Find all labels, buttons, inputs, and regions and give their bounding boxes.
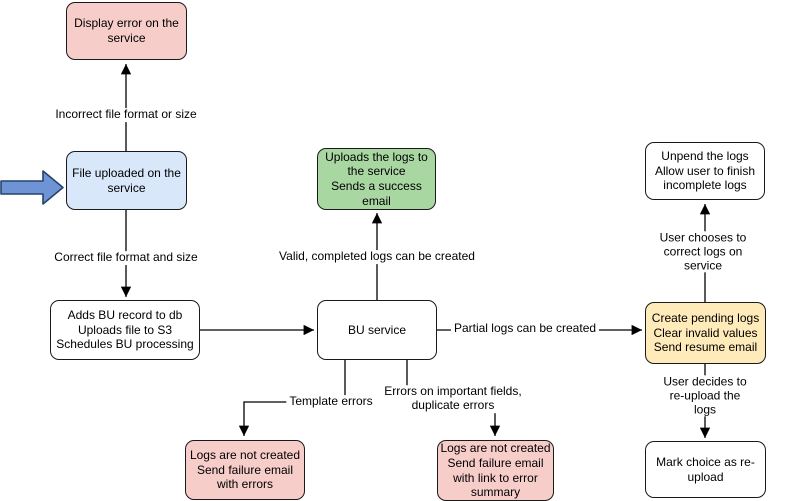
node-logs-not-created-errors-label: Logs are not created Send failure email … xyxy=(189,448,301,492)
node-create-pending-logs-label: Create pending logs Clear invalid values… xyxy=(651,311,760,355)
node-display-error: Display error on the service xyxy=(66,2,187,60)
node-unpend-logs: Unpend the logs Allow user to finish inc… xyxy=(645,142,765,200)
edge-label-partial-logs: Partial logs can be created xyxy=(450,321,600,336)
edge-label-valid-completed: Valid, completed logs can be created xyxy=(276,249,478,264)
node-adds-bu-record: Adds BU record to db Uploads file to S3 … xyxy=(50,300,200,360)
edge-label-user-decides: User decides to re-upload the logs xyxy=(657,374,753,417)
node-mark-choice-reupload-label: Mark choice as re- upload xyxy=(656,454,755,484)
node-logs-not-created-summary: Logs are not created Send failure email … xyxy=(437,440,554,501)
node-display-error-label: Display error on the service xyxy=(74,16,179,45)
edge-label-template-errors: Template errors xyxy=(286,394,376,409)
node-uploads-logs-label: Uploads the logs to the service Sends a … xyxy=(325,149,428,208)
node-bu-service-label: BU service xyxy=(347,322,406,337)
node-uploads-logs: Uploads the logs to the service Sends a … xyxy=(317,148,436,210)
node-file-uploaded-label: File uploaded on the service xyxy=(72,165,181,195)
edge-label-user-chooses: User chooses to correct logs on service xyxy=(654,230,752,273)
edge-label-incorrect-format: Incorrect file format or size xyxy=(52,107,200,122)
node-adds-bu-record-label: Adds BU record to db Uploads file to S3 … xyxy=(56,308,194,352)
node-mark-choice-reupload: Mark choice as re- upload xyxy=(645,441,766,498)
node-logs-not-created-errors: Logs are not created Send failure email … xyxy=(185,440,305,500)
node-bu-service: BU service xyxy=(317,300,437,360)
edge-label-correct-format: Correct file format and size xyxy=(51,250,201,265)
edge-label-important-fields: Errors on important fields, duplicate er… xyxy=(381,384,525,413)
input-block-arrow-icon xyxy=(0,170,64,205)
node-logs-not-created-summary-label: Logs are not created Send failure email … xyxy=(440,441,551,500)
node-file-uploaded: File uploaded on the service xyxy=(66,151,187,210)
node-create-pending-logs: Create pending logs Clear invalid values… xyxy=(645,302,766,364)
node-unpend-logs-label: Unpend the logs Allow user to finish inc… xyxy=(654,149,756,193)
